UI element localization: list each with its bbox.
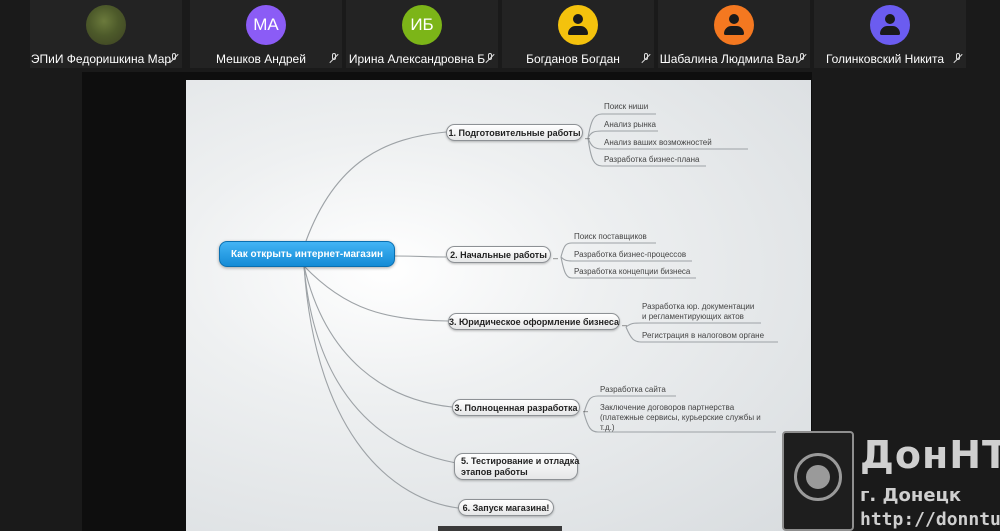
watermark-city: г. Донецк	[860, 485, 962, 506]
participant-name: Ирина Александровна Б	[348, 52, 486, 66]
mic-muted-icon	[329, 53, 339, 64]
leaf-topic[interactable]: Регистрация в налоговом органе	[642, 331, 765, 340]
participant-name: Богданов Богдан	[526, 52, 620, 66]
leaf-topic[interactable]: Разработка концепции бизнеса	[574, 267, 691, 276]
donntu-emblem-logo	[782, 431, 854, 531]
mic-muted-icon	[641, 53, 651, 64]
mindmap-slide: Как открыть интернет-магазин 1. Подготов…	[186, 80, 811, 531]
participant-tile[interactable]: Шабалина Людмила Вал	[658, 0, 810, 68]
user-icon	[880, 14, 900, 36]
branch-topic[interactable]: 5. Тестирование и отладка этапов работы	[454, 453, 579, 480]
leaf-topic[interactable]: Разработка бизнес-плана	[604, 155, 700, 164]
participant-avatar	[714, 5, 754, 45]
participant-tile[interactable]: Богданов Богдан	[502, 0, 654, 68]
mic-muted-icon	[169, 53, 179, 64]
branch-topic[interactable]: 6. Запуск магазина!	[458, 499, 554, 516]
participant-tile[interactable]: ЭПиИ Федоришкина Мар	[30, 0, 182, 68]
user-icon	[724, 14, 744, 36]
mic-muted-icon	[797, 53, 807, 64]
leaf-topic[interactable]: Анализ рынка	[604, 120, 656, 129]
collapse-icon[interactable]: –	[553, 253, 559, 263]
central-topic[interactable]: Как открыть интернет-магазин	[219, 241, 395, 267]
leaf-topic[interactable]: Анализ ваших возможностей	[604, 138, 712, 147]
user-icon	[568, 14, 588, 36]
participant-tile[interactable]: ИБ Ирина Александровна Б	[346, 0, 498, 68]
participant-tile[interactable]: МА Мешков Андрей	[190, 0, 342, 68]
mic-muted-icon	[485, 53, 495, 64]
participant-avatar	[558, 5, 598, 45]
mindmap-connectors	[303, 113, 778, 509]
participant-avatar	[870, 5, 910, 45]
participant-name: Шабалина Людмила Вал	[659, 52, 799, 66]
participant-name: Голинковский Никита	[825, 52, 945, 66]
collapse-icon[interactable]: –	[622, 320, 628, 330]
branch-topic[interactable]: 1. Подготовительные работы	[446, 124, 583, 141]
watermark-title: ДонНТУ	[860, 433, 1000, 477]
leaf-topic[interactable]: Заключение договоров партнерства (платеж…	[600, 403, 761, 432]
donntu-watermark: ДонНТУ г. Донецк http://donntu.ru	[782, 431, 1000, 531]
participant-strip: ЭПиИ Федоришкина Мар МА Мешков Андрей ИБ…	[0, 0, 1000, 70]
mic-muted-icon	[953, 53, 963, 64]
participant-photo-avatar	[86, 5, 126, 45]
leaf-topic[interactable]: Поиск поставщиков	[574, 232, 647, 241]
leaf-topic[interactable]: Разработка юр. документации и регламенти…	[642, 302, 755, 321]
branch-topic[interactable]: 3. Полноценная разработка	[452, 399, 580, 416]
participant-avatar: МА	[246, 5, 286, 45]
leaf-topic[interactable]: Поиск ниши	[604, 102, 649, 111]
watermark-url: http://donntu.ru	[860, 509, 1000, 530]
branch-topic[interactable]: 2. Начальные работы	[446, 246, 551, 263]
leaf-topic[interactable]: Разработка сайта	[600, 385, 666, 394]
participant-tile[interactable]: Голинковский Никита	[814, 0, 966, 68]
participant-name: ЭПиИ Федоришкина Мар	[30, 52, 172, 66]
screen-share-toolbar[interactable]	[438, 526, 562, 531]
participant-avatar: ИБ	[402, 5, 442, 45]
collapse-icon[interactable]: –	[585, 133, 591, 143]
collapse-icon[interactable]: –	[583, 406, 589, 416]
leaf-topic[interactable]: Разработка бизнес-процессов	[574, 250, 687, 259]
participant-name: Мешков Андрей	[216, 52, 306, 66]
branch-topic[interactable]: 3. Юридическое оформление бизнеса	[448, 313, 620, 330]
